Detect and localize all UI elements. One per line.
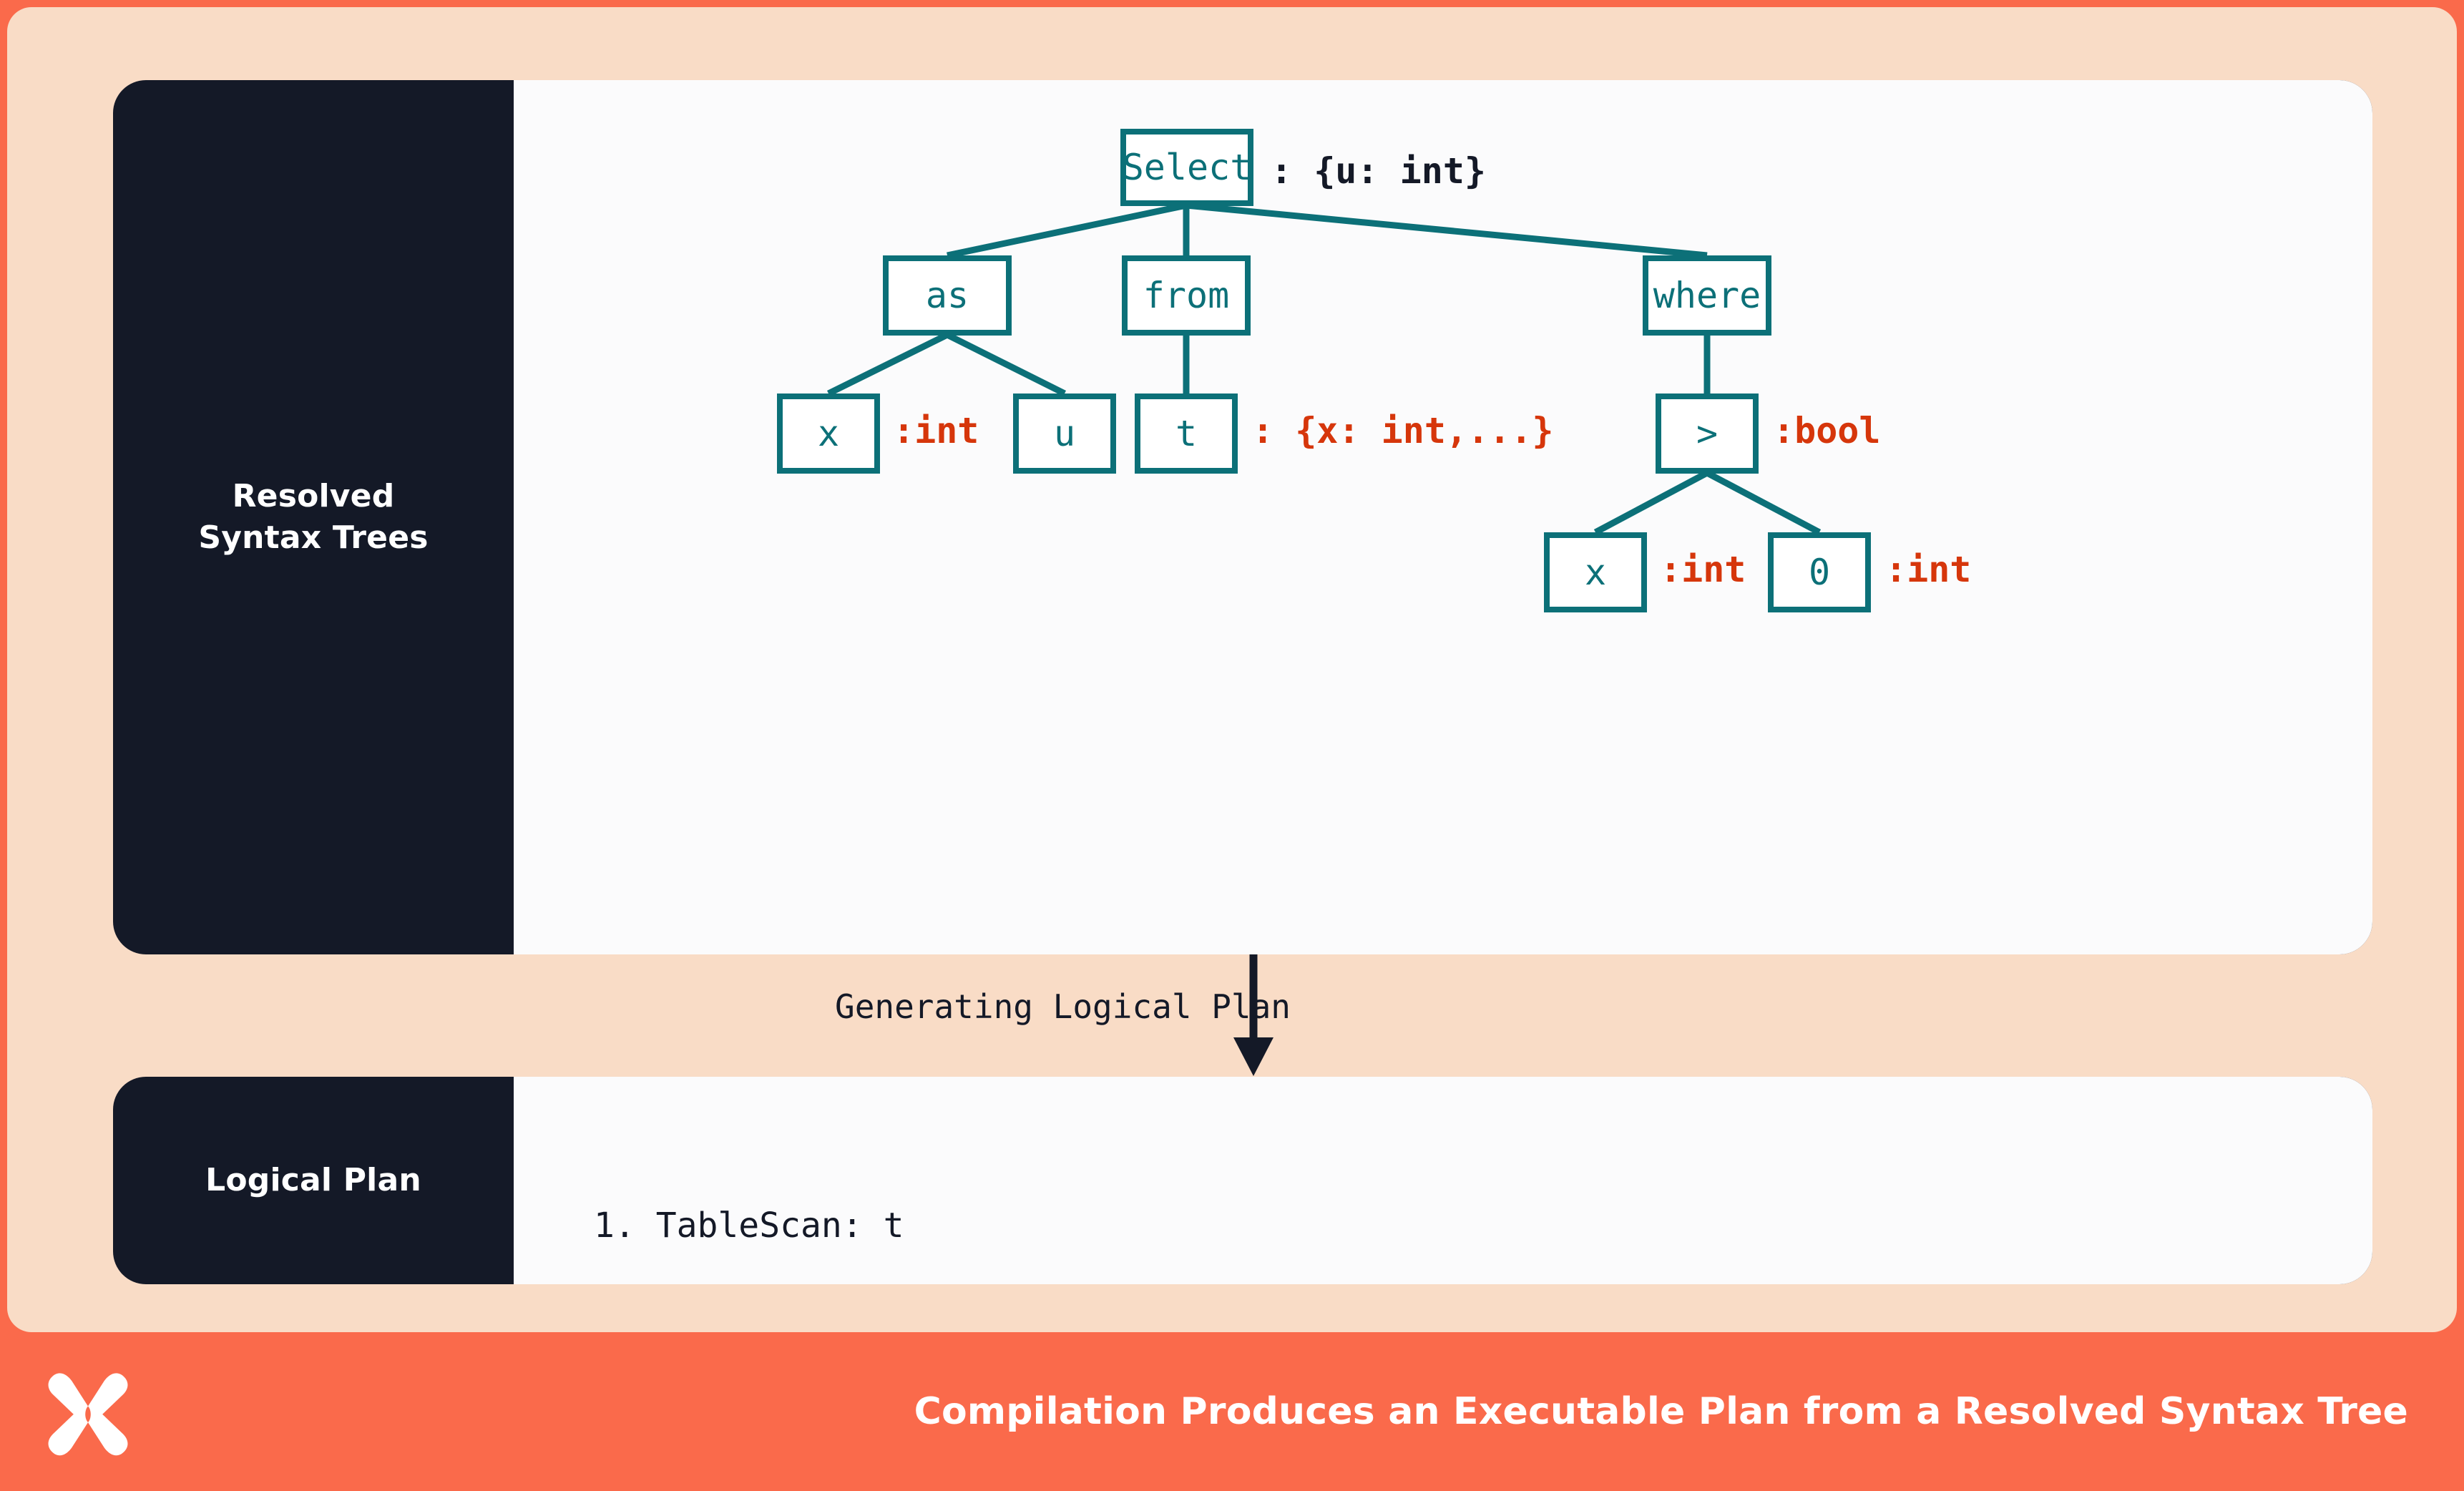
- resolved-syntax-trees-panel: Resolved Syntax Trees: [113, 80, 2372, 954]
- syntax-tree-canvas: Select : {u: int} as from where x :int u…: [514, 80, 2372, 954]
- tree-node-gt[interactable]: >: [1656, 393, 1759, 474]
- edge-as-u: [945, 331, 1067, 397]
- panel-label-line-2: Syntax Trees: [198, 519, 429, 556]
- logical-plan-step: 1. TableScan: t: [594, 1206, 904, 1246]
- edge-select-as: [947, 202, 1187, 259]
- tree-annotation-gt: :bool: [1773, 410, 1881, 451]
- content-card: Resolved Syntax Trees: [7, 7, 2457, 1332]
- tree-node-as[interactable]: as: [883, 255, 1012, 336]
- logical-plan-steps: 1. TableScan: t 2. Filter: t.x > 0 3. Pr…: [594, 1104, 1070, 1284]
- edge-select-where: [1185, 202, 1708, 259]
- panel-label-line-1: Resolved: [232, 477, 395, 514]
- logical-plan-body: 1. TableScan: t 2. Filter: t.x > 0 3. Pr…: [514, 1077, 2372, 1284]
- tree-node-gt-0[interactable]: 0: [1768, 532, 1871, 612]
- footer-band: Compilation Produces an Executable Plan …: [0, 1332, 2464, 1491]
- logical-plan-panel: Logical Plan 1. TableScan: t 2. Filter: …: [113, 1077, 2372, 1284]
- footer-caption: Compilation Produces an Executable Plan …: [914, 1390, 2408, 1433]
- tree-node-as-x[interactable]: x: [777, 393, 880, 474]
- tree-edge-layer: [827, 202, 1822, 535]
- transition-region: Generating Logical Plan: [113, 954, 2372, 1077]
- resolved-syntax-trees-label: Resolved Syntax Trees: [113, 80, 514, 954]
- tree-node-select[interactable]: Select: [1120, 129, 1253, 206]
- logical-plan-label: Logical Plan: [205, 1161, 421, 1198]
- edge-gt-0: [1705, 470, 1822, 535]
- tree-node-gt-x[interactable]: x: [1544, 532, 1647, 612]
- tree-annotation-as-x: :int: [893, 410, 979, 451]
- butterfly-x-logo-icon: [48, 1373, 128, 1456]
- edge-gt-x: [1593, 470, 1709, 535]
- tree-annotation-from-t: : {x: int,...}: [1252, 410, 1554, 451]
- transition-caption: Generating Logical Plan: [835, 987, 1291, 1026]
- generating-logical-plan-arrow: [1233, 954, 1273, 1076]
- tree-node-from[interactable]: from: [1122, 255, 1251, 336]
- tree-node-as-u[interactable]: u: [1013, 393, 1116, 474]
- tree-annotation-gt-0: :int: [1885, 549, 1972, 590]
- edge-as-x: [827, 331, 949, 397]
- tree-node-from-t[interactable]: t: [1135, 393, 1238, 474]
- tree-node-where[interactable]: where: [1643, 255, 1771, 336]
- tree-annotation-gt-x: :int: [1660, 549, 1746, 590]
- tree-annotation-select: : {u: int}: [1271, 150, 1487, 192]
